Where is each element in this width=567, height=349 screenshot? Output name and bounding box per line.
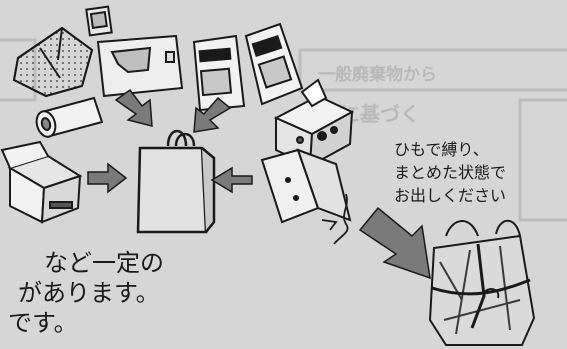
arrows (87, 88, 431, 280)
paper-bag-icon (136, 129, 216, 234)
envelope-icon (96, 34, 184, 98)
cropped-body-text: など一定の があります。 です。 (0, 248, 164, 338)
open-box-icon (0, 140, 83, 224)
photo-icon (85, 5, 113, 37)
bundled-bag-icon (428, 219, 536, 346)
body-line-1: など一定の (44, 249, 164, 277)
string-icon (321, 193, 349, 245)
bundling-instruction: ひもで縛り、 まとめた状態で お出しください (394, 138, 506, 207)
instruction-line-3: お出しください (394, 186, 507, 205)
magazine-icon (192, 22, 304, 112)
arrow-from-envelope (114, 88, 153, 127)
arrow-from-box (87, 162, 128, 194)
arrow-from-folder (210, 166, 253, 194)
background-heading-fragment: 一般廃棄物から (318, 65, 437, 85)
instruction-line-1: ひもで縛り、 (394, 140, 489, 159)
paper-roll-icon (35, 96, 104, 138)
body-line-2: があります。 (18, 279, 160, 307)
instruction-line-2: まとめた状態で (394, 163, 507, 182)
arrow-from-magazines (193, 96, 232, 133)
arrow-to-bundle (358, 206, 431, 280)
wrapping-paper-icon (12, 26, 94, 98)
folder-icon (260, 148, 352, 224)
body-line-3: です。 (8, 309, 78, 337)
